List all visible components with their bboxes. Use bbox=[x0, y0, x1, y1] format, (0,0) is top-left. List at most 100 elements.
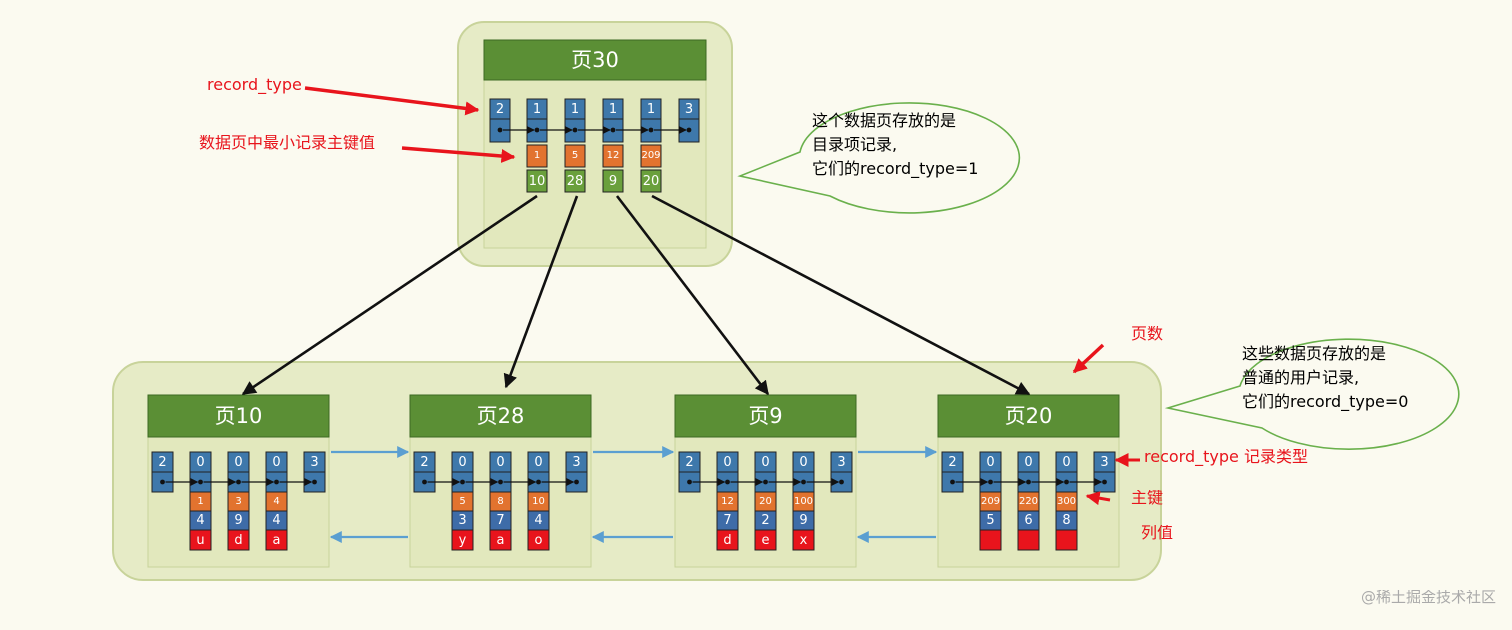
leaf-column-value-cell-text: 4 bbox=[196, 514, 204, 527]
leaf-pointer-dot bbox=[160, 479, 165, 485]
primary-key-label: 主键 bbox=[1131, 490, 1163, 506]
leaf-column2-value-cell-text: d bbox=[234, 534, 242, 547]
leaf-pointer-dot bbox=[312, 479, 317, 485]
leaf-column-value-cell-text: 2 bbox=[761, 514, 769, 527]
leaf-column-value-cell-text: 4 bbox=[272, 514, 280, 527]
top-speech-bubble bbox=[737, 102, 1021, 214]
leaf-column2-value-cell bbox=[189, 529, 212, 551]
top-min-key-cell-text: 12 bbox=[607, 151, 620, 161]
tree-edge-arrow bbox=[241, 194, 538, 396]
leaf-pointer-dot bbox=[236, 479, 241, 485]
top-page-no-cell-text: 9 bbox=[609, 175, 617, 188]
leaf-column2-value-cell bbox=[451, 529, 474, 551]
leaf-primary-key-cell-text: 8 bbox=[497, 496, 503, 506]
leaf-record-type-cell-text: 0 bbox=[458, 456, 466, 469]
leaf-bubble-line: 这些数据页存放的是 bbox=[1242, 344, 1386, 363]
top-pointer-dot bbox=[497, 127, 503, 133]
top-min-key-cell bbox=[602, 144, 624, 168]
top-min-key-cell-text: 1 bbox=[534, 151, 540, 161]
leaf-record-type-cell-text: 3 bbox=[572, 456, 580, 469]
leaf-column2-value-cell bbox=[754, 529, 777, 551]
leaf-column2-value-cell bbox=[792, 529, 815, 551]
leaf-primary-key-cell-text: 10 bbox=[532, 496, 545, 506]
leaf-pointer-dot bbox=[460, 479, 465, 485]
leaf-record-type-cell-text: 3 bbox=[1100, 456, 1108, 469]
leaf-column-value-cell-text: 7 bbox=[496, 514, 504, 527]
leaf-primary-key-cell-text: 300 bbox=[1057, 496, 1076, 506]
top-page-no-cell bbox=[564, 169, 586, 193]
leaf-pointer-dot bbox=[498, 479, 503, 485]
leaf-column2-value-cell bbox=[265, 529, 288, 551]
leaf-record-type-cell-text: 0 bbox=[496, 456, 504, 469]
leaf-page-header bbox=[409, 394, 592, 438]
leaf-column-value-cell-text: 4 bbox=[534, 514, 542, 527]
leaf-page-title: 页10 bbox=[215, 405, 263, 426]
top-record-type-cell-text: 1 bbox=[609, 103, 617, 116]
leaf-primary-key-cell-text: 12 bbox=[721, 496, 734, 506]
top-page-no-cell-text: 28 bbox=[567, 175, 584, 188]
leaf-record-type-cell-text: 2 bbox=[685, 456, 693, 469]
leaf-column2-value-cell bbox=[227, 529, 250, 551]
leaf-record-type-cell-text: 2 bbox=[948, 456, 956, 469]
leaf-record-type-cell-text: 0 bbox=[272, 456, 280, 469]
leaf-pointer-dot bbox=[536, 479, 541, 485]
leaf-record-type-cell-text: 0 bbox=[799, 456, 807, 469]
leaf-column-value-cell-text: 6 bbox=[1024, 514, 1032, 527]
leaf-pointer-dot bbox=[763, 479, 768, 485]
leaf-primary-key-cell-text: 4 bbox=[273, 496, 279, 506]
leaf-column-value-cell-text: 9 bbox=[799, 514, 807, 527]
leaf-pointer-dot bbox=[801, 479, 806, 485]
leaf-column2-value-cell-text: a bbox=[497, 534, 505, 547]
leaf-pointer-dot bbox=[687, 479, 692, 485]
leaf-pointer-dot bbox=[1026, 479, 1031, 485]
top-record-type-cell-text: 1 bbox=[647, 103, 655, 116]
leaf-page-title: 页9 bbox=[748, 405, 782, 426]
leaf-column2-value-cell-text: o bbox=[535, 534, 543, 547]
top-page-title: 页30 bbox=[571, 49, 619, 70]
top-page-no-cell-text: 10 bbox=[529, 175, 546, 188]
leaf-column-value-cell-text: 8 bbox=[1062, 514, 1070, 527]
leaf-pointer-dot bbox=[988, 479, 993, 485]
leaf-primary-key-cell-text: 3 bbox=[235, 496, 241, 506]
leaf-page-title: 页28 bbox=[477, 405, 525, 426]
top-record-type-cell-text: 1 bbox=[533, 103, 541, 116]
leaf-pointer-dot bbox=[1102, 479, 1107, 485]
leaf-record-type-cell-text: 2 bbox=[420, 456, 428, 469]
leaf-primary-key-cell-text: 209 bbox=[981, 496, 1000, 506]
top-pointer-dot bbox=[648, 127, 654, 133]
leaf-column-value-cell-text: 7 bbox=[723, 514, 731, 527]
leaf-record-type-cell-text: 3 bbox=[310, 456, 318, 469]
leaf-primary-key-cell-text: 100 bbox=[794, 496, 813, 506]
leaf-level-container bbox=[112, 361, 1162, 581]
leaf-column2-value-cell bbox=[716, 529, 739, 551]
top-min-key-cell-text: 209 bbox=[641, 151, 660, 161]
leaf-page-header bbox=[147, 394, 330, 438]
leaf-speech-bubble bbox=[1164, 338, 1460, 450]
top-page-no-cell bbox=[526, 169, 548, 193]
tree-edge-arrow bbox=[503, 195, 579, 389]
leaf-column-value-cell-text: 3 bbox=[458, 514, 466, 527]
top-min-key-cell bbox=[526, 144, 548, 168]
record-type-cn-label: record_type 记录类型 bbox=[1144, 449, 1308, 465]
leaf-record-type-cell-text: 0 bbox=[534, 456, 542, 469]
leaf-column-value-cell-text: 5 bbox=[986, 514, 994, 527]
leaf-record-type-cell-text: 0 bbox=[234, 456, 242, 469]
top-record-type-cell-text: 2 bbox=[496, 103, 504, 116]
leaf-primary-key-cell-text: 220 bbox=[1019, 496, 1038, 506]
watermark-text: @稀土掘金技术社区 bbox=[1361, 590, 1496, 605]
primary-key-arrow bbox=[1085, 491, 1111, 506]
tree-edge-arrow bbox=[615, 195, 770, 396]
top-page-no-cell-text: 20 bbox=[643, 175, 660, 188]
leaf-pointer-dot bbox=[198, 479, 203, 485]
leaf-primary-key-cell-text: 1 bbox=[197, 496, 203, 506]
leaf-column-value-cell-text: 9 bbox=[234, 514, 242, 527]
top-bubble-line: 它们的record_type=1 bbox=[812, 159, 978, 178]
tree-edge-arrow bbox=[651, 194, 1031, 396]
top-pointer-dot bbox=[686, 127, 692, 133]
leaf-record-type-cell-text: 0 bbox=[1024, 456, 1032, 469]
leaf-column2-value-cell-text: u bbox=[196, 534, 204, 547]
leaf-column2-value-cell-text: x bbox=[800, 534, 808, 547]
leaf-column2-value-cell-text: a bbox=[273, 534, 281, 547]
top-min-key-cell-text: 5 bbox=[572, 151, 578, 161]
